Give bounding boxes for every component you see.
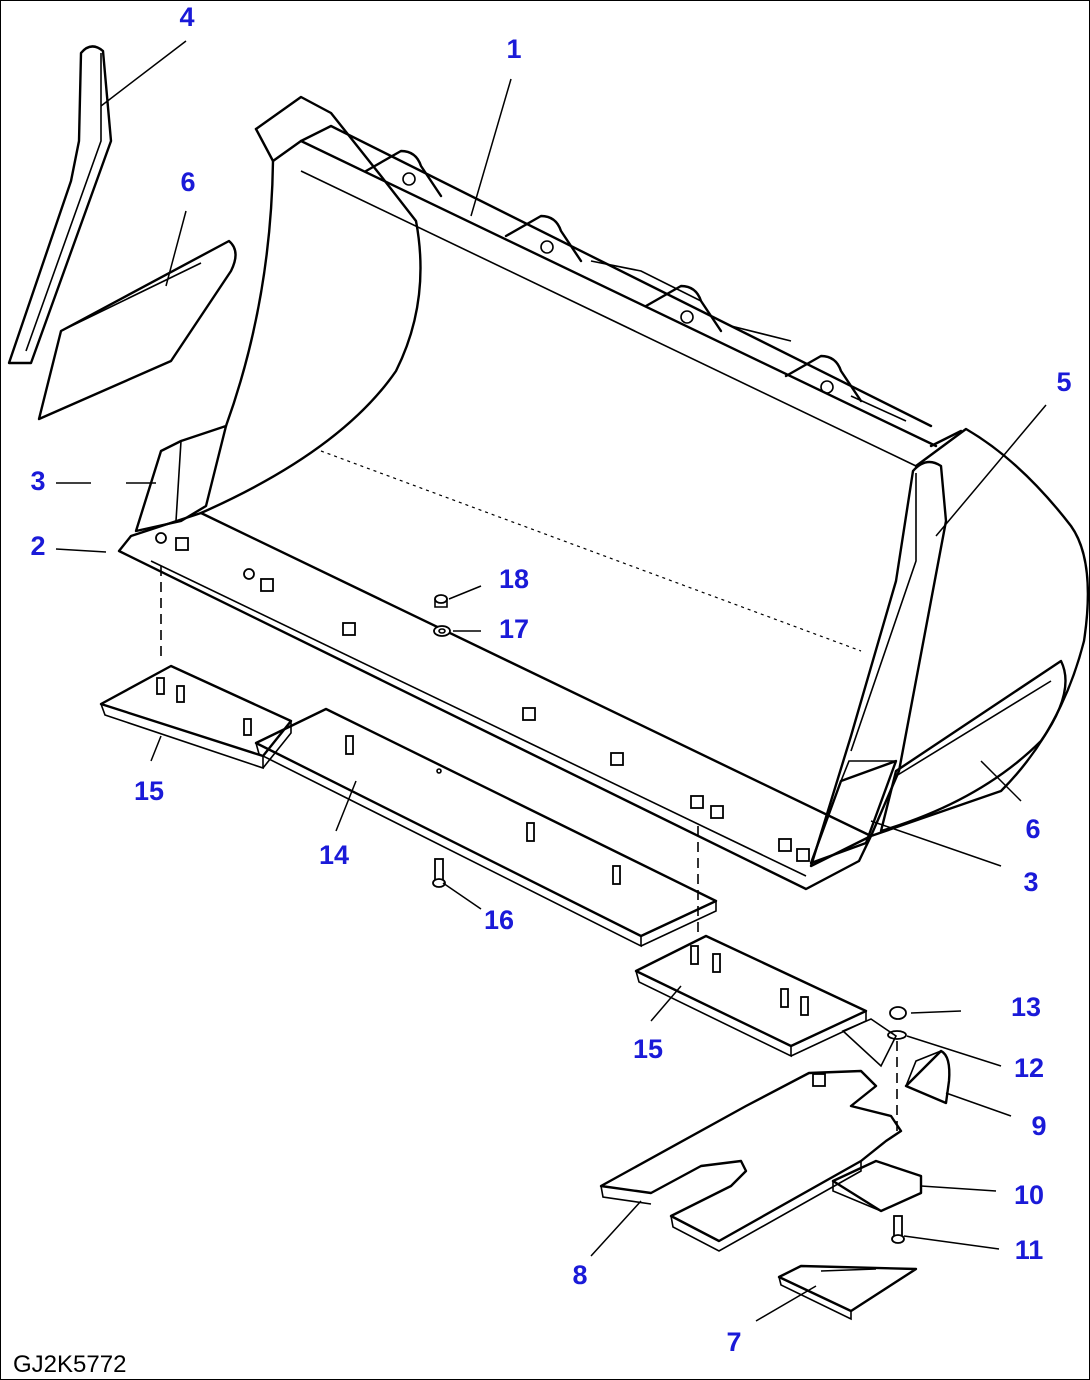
callout-14: 14 [319,840,349,870]
callout-8: 8 [572,1260,587,1290]
bracket-part-9 [904,1049,951,1105]
callout-3-left: 3 [30,466,45,496]
leader-lines [55,40,1047,1322]
callout-6-left: 6 [180,167,195,197]
callout-9: 9 [1031,1111,1046,1141]
edge-segment-right [634,934,868,1058]
callout-1: 1 [506,34,521,64]
callout-17: 17 [499,614,529,644]
callout-11: 11 [1015,1235,1044,1265]
nut-part-13 [889,1006,907,1020]
corner-piece-right [809,759,898,865]
callout-5: 5 [1056,367,1071,397]
bucket-body [199,95,1089,838]
callout-16: 16 [484,905,514,935]
corner-piece-left [134,424,228,533]
callout-13: 13 [1011,992,1041,1022]
center-edge-part-14 [254,707,718,948]
callout-12: 12 [1014,1053,1044,1083]
nut-part-17 [433,625,451,637]
callout-10: 10 [1014,1180,1044,1210]
callout-7: 7 [726,1327,741,1357]
bolt-part-11 [891,1215,905,1244]
bolt-part-18 [434,594,448,608]
tooth-plate-part-8 [599,1018,903,1252]
base-edge-bolts [155,532,810,862]
side-guard-left [7,45,113,365]
callout-3-right: 3 [1023,867,1038,897]
edge-segment-left [99,664,293,770]
callouts: 1 2 3 3 4 5 6 6 7 8 9 10 11 12 13 14 15 … [30,2,1071,1357]
base-edge [117,511,873,891]
callout-18: 18 [499,564,529,594]
wear-plate-left [37,239,237,421]
drawing-number: GJ2K5772 [13,1351,126,1378]
callout-15-right: 15 [633,1034,663,1064]
plate-part-7 [777,1264,918,1321]
callout-4: 4 [179,2,194,32]
bolt-part-16 [432,858,446,888]
wear-plate-right [879,659,1067,833]
callout-6-right: 6 [1025,814,1040,844]
shim-plate-part-10 [831,1159,923,1213]
callout-2: 2 [30,531,45,561]
callout-15-left: 15 [134,776,164,806]
